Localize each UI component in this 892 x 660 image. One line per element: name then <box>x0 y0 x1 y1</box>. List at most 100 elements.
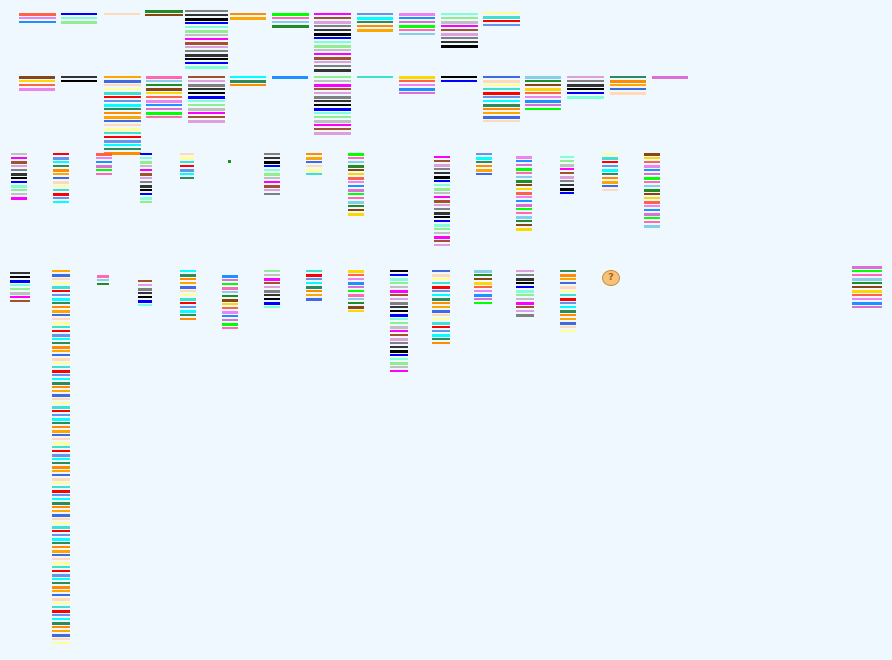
sprite-tile-icon <box>19 76 55 92</box>
sprite-stripe <box>567 92 604 94</box>
sprite-stripe <box>644 217 660 219</box>
sprite-stripe <box>314 112 351 114</box>
sprite-stripe <box>399 84 435 86</box>
sprite-stripe <box>434 244 450 246</box>
sprite-stripe <box>399 17 435 19</box>
sprite-stripe <box>53 185 69 187</box>
sprite-stripe <box>434 164 450 167</box>
sprite-stripe <box>306 286 322 289</box>
sprite-stripe <box>432 314 450 316</box>
sprite-stripe <box>52 422 70 424</box>
sprite-stripe <box>52 602 70 604</box>
sprite-stripe <box>52 486 70 488</box>
sprite-stripe <box>434 220 450 222</box>
sprite-stripe <box>185 26 228 28</box>
sprite-stripe <box>104 116 141 119</box>
sprite-stripe <box>314 37 351 39</box>
sprite-stripe <box>516 290 534 293</box>
sprite-tile-icon <box>104 76 141 156</box>
sprite-stripe <box>138 284 152 286</box>
sprite-stripe <box>567 76 604 78</box>
sprite-stripe <box>10 272 30 274</box>
sprite-stripe <box>272 17 309 19</box>
sprite-stripe <box>483 96 520 98</box>
sprite-stripe <box>11 173 27 176</box>
sprite-stripe <box>185 50 228 52</box>
sprite-stripe <box>185 66 228 69</box>
sprite-stripe <box>52 586 70 589</box>
sprite-stripe <box>180 286 196 289</box>
sprite-stripe <box>602 185 618 187</box>
sprite-stripe <box>11 181 27 183</box>
sprite-stripe <box>560 302 576 304</box>
sprite-tile-icon <box>560 156 574 196</box>
sprite-stripe <box>432 278 450 280</box>
sprite-stripe <box>140 181 152 183</box>
sprite-stripe <box>644 213 660 216</box>
sprite-stripe <box>567 96 604 99</box>
sprite-stripe <box>434 180 450 182</box>
sprite-stripe <box>61 17 97 19</box>
sprite-stripe <box>348 173 364 175</box>
sprite-stripe <box>348 290 364 292</box>
sprite-stripe <box>264 298 280 300</box>
sprite-stripe <box>314 88 351 90</box>
sprite-stripe <box>432 298 450 301</box>
sprite-stripe <box>52 570 70 572</box>
sprite-stripe <box>348 270 364 273</box>
sprite-stripe <box>140 193 152 195</box>
sprite-stripe <box>96 157 112 159</box>
sprite-stripe <box>180 157 194 160</box>
sprite-tile-icon <box>357 13 393 33</box>
sprite-stripe <box>516 212 532 214</box>
sprite-stripe <box>52 450 70 452</box>
sprite-stripe <box>483 24 520 26</box>
sprite-stripe <box>52 466 70 469</box>
sprite-stripe <box>357 25 393 27</box>
sprite-stripe <box>390 330 408 332</box>
sprite-stripe <box>52 434 70 436</box>
sprite-stripe <box>180 294 196 296</box>
sprite-stripe <box>432 326 450 328</box>
sprite-stripe <box>434 196 450 198</box>
sprite-stripe <box>146 92 182 94</box>
sprite-stripe <box>146 84 182 86</box>
sprite-tile-icon <box>11 153 27 201</box>
sprite-stripe <box>441 21 478 24</box>
sprite-stripe <box>390 350 408 353</box>
sprite-stripe <box>306 294 322 296</box>
sprite-stripe <box>602 153 618 155</box>
sprite-stripe <box>10 288 30 290</box>
sprite-stripe <box>11 185 27 188</box>
help-bubble-icon[interactable]: ? <box>602 270 620 286</box>
sprite-stripe <box>474 270 492 273</box>
sprite-stripe <box>434 192 450 194</box>
sprite-stripe <box>516 278 534 281</box>
sprite-stripe <box>306 169 322 172</box>
sprite-stripe <box>52 630 70 632</box>
sprite-stripe <box>52 314 70 316</box>
sprite-stripe <box>516 302 534 305</box>
sprite-stripe <box>432 306 450 308</box>
sprite-stripe <box>53 157 69 160</box>
sprite-stripe <box>52 554 70 556</box>
sprite-stripe <box>516 298 534 300</box>
sprite-stripe <box>483 16 520 19</box>
sprite-stripe <box>434 216 450 218</box>
sprite-stripe <box>314 45 351 48</box>
sprite-stripe <box>188 84 225 87</box>
sprite-stripe <box>516 306 534 308</box>
sprite-stripe <box>525 88 561 91</box>
sprite-stripe <box>104 13 140 15</box>
sprite-stripe <box>52 598 70 601</box>
sprite-stripe <box>348 193 364 195</box>
sprite-stripe <box>516 180 532 183</box>
sprite-stripe <box>357 13 393 15</box>
sprite-stripe <box>10 296 30 298</box>
sprite-stripe <box>390 282 408 284</box>
sprite-stripe <box>474 298 492 300</box>
sprite-stripe <box>52 294 70 296</box>
sprite-stripe <box>10 300 30 302</box>
sprite-stripe <box>516 168 532 171</box>
sprite-stripe <box>314 92 351 94</box>
